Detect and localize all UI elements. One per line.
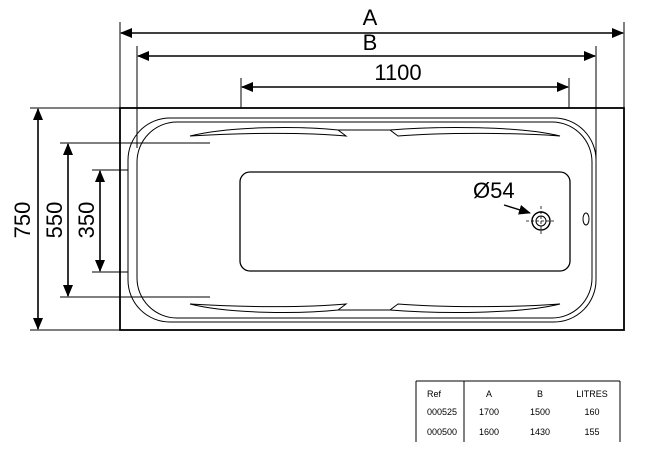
table-cell: 000500 — [427, 427, 457, 437]
drain — [503, 204, 590, 236]
label-a: A — [363, 5, 378, 30]
label-b: B — [363, 30, 378, 55]
table-cell: 1430 — [530, 427, 550, 437]
table-header-a: A — [486, 389, 492, 399]
table-cell: 1500 — [530, 407, 550, 417]
table-row: 000500 1600 1430 155 — [427, 427, 600, 437]
bathtub — [119, 107, 625, 331]
bathtub-inner-contour-2 — [136, 121, 593, 319]
armrest-top-left — [189, 127, 348, 137]
armrest-bottom-right — [388, 303, 561, 313]
bathtub-outer-rim — [119, 107, 625, 331]
table-row: 000525 1700 1500 160 — [427, 407, 600, 417]
table-cell: 1700 — [479, 407, 499, 417]
label-350: 350 — [74, 202, 99, 239]
table-header-b: B — [537, 389, 543, 399]
drain-leader — [503, 204, 531, 215]
table-header-litres: LITRES — [576, 389, 608, 399]
bathtub-basin — [239, 171, 571, 272]
label-drain-diameter: Ø54 — [473, 178, 515, 203]
label-550: 550 — [42, 202, 67, 239]
armrest-top-right — [388, 127, 561, 137]
table-header-ref: Ref — [427, 389, 442, 399]
table-cell: 160 — [584, 407, 599, 417]
armrest-bottom-left — [189, 303, 348, 313]
label-1100: 1100 — [374, 60, 421, 85]
table-cell: 000525 — [427, 407, 457, 417]
bathtub-inner-contour — [127, 117, 597, 323]
label-750: 750 — [10, 202, 35, 239]
table-cell: 155 — [584, 427, 599, 437]
reference-table: Ref A B LITRES 000525 1700 1500 160 0005… — [415, 380, 621, 442]
table-cell: 1600 — [479, 427, 499, 437]
dimension-lines — [33, 28, 624, 330]
overflow-icon — [582, 212, 590, 226]
